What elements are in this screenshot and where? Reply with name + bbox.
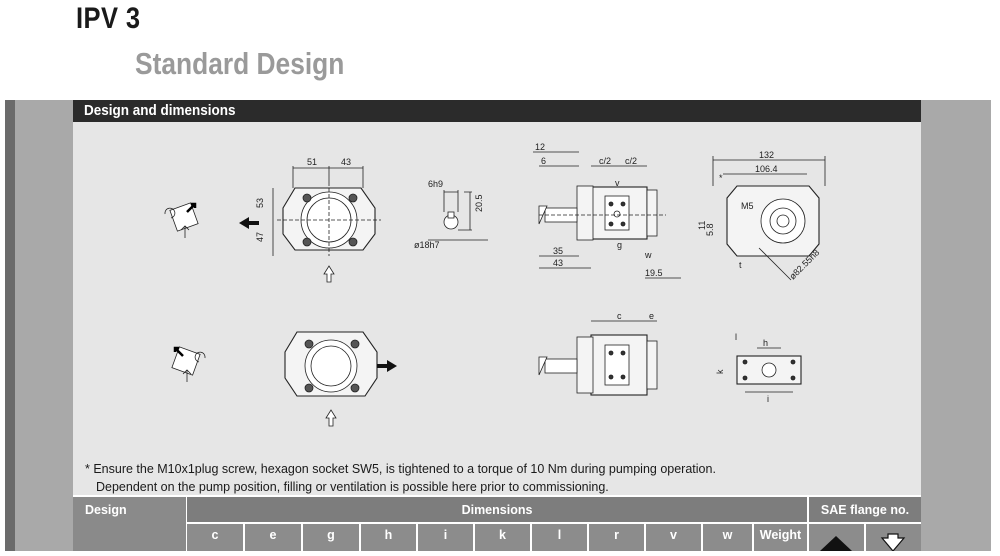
column-e: e — [245, 524, 301, 551]
dim-47: 47 — [255, 232, 265, 242]
arrow-up-icon — [820, 536, 852, 551]
dim-35: 35 — [553, 246, 563, 256]
panel-header-label: Design and dimensions — [84, 102, 236, 119]
dim-51: 51 — [307, 157, 317, 167]
dim-h: h — [763, 338, 768, 348]
column-v: v — [646, 524, 701, 551]
side-view-top: 12 6 c/2 c/2 * v 35 43 g 19.5 w 5.8 — [533, 142, 723, 279]
column-c: c — [187, 524, 243, 551]
dim-6h9: 6h9 — [428, 179, 443, 189]
column-i: i — [418, 524, 473, 551]
rear-view: 132 106.4 M5 11 t ø82.55h8 — [697, 150, 826, 281]
dim-c-half-1: c/2 — [599, 156, 611, 166]
dim-c: c — [617, 311, 622, 321]
column-header-dimensions: Dimensions — [187, 497, 807, 522]
dim-c-half-2: c/2 — [625, 156, 637, 166]
footnote-line-2: Dependent on the pump position, filling … — [96, 480, 609, 494]
dim-5-8: 5.8 — [705, 223, 715, 236]
dim-19-5: 19.5 — [645, 268, 663, 278]
dim-asterisk: * — [719, 173, 723, 183]
arrow-left-icon — [239, 217, 259, 229]
dim-12: 12 — [535, 142, 545, 152]
column-g: g — [303, 524, 359, 551]
dim-t: t — [739, 260, 742, 270]
dim-m5: M5 — [741, 201, 754, 211]
column-header-sae-flange: SAE flange no. — [809, 497, 921, 522]
front-view-top: 51 43 53 47 — [255, 157, 381, 283]
dim-i: i — [767, 394, 769, 404]
shaft-detail: 6h9 20.5 ø18h7 — [414, 179, 488, 250]
dimensions-table: Design Dimensions SAE flange no. c e g h… — [73, 497, 991, 552]
column-w: w — [703, 524, 752, 551]
dim-106-4: 106.4 — [755, 164, 778, 174]
column-header-design: Design — [73, 497, 186, 551]
dim-k: k — [715, 369, 725, 374]
page-subtitle: Standard Design — [135, 46, 345, 81]
dim-43: 43 — [341, 157, 351, 167]
sae-cell-down — [866, 524, 921, 552]
dim-132: 132 — [759, 150, 774, 160]
footnote-line-1: * Ensure the M10x1plug screw, hexagon so… — [85, 462, 716, 476]
flange-detail: l h k i — [715, 332, 802, 404]
column-h: h — [361, 524, 416, 551]
page-title: IPV 3 — [76, 2, 141, 35]
column-k: k — [475, 524, 530, 551]
column-r: r — [589, 524, 644, 551]
right-gray-strip — [921, 100, 991, 551]
panel-header: Design and dimensions — [73, 100, 921, 122]
dim-l: l — [735, 332, 737, 342]
orientation-icon-clockwise — [164, 202, 199, 238]
dim-53: 53 — [255, 198, 265, 208]
footnote: * Ensure the M10x1plug screw, hexagon so… — [85, 460, 716, 496]
left-accent-bar — [5, 100, 15, 551]
dim-w: w — [644, 250, 652, 260]
orientation-icon-counterclockwise — [171, 346, 206, 382]
dim-18h7: ø18h7 — [414, 240, 440, 250]
column-weight: Weight — [754, 524, 807, 551]
side-view-bottom: c e — [538, 311, 658, 396]
left-gray-strip — [15, 100, 73, 551]
dim-6: 6 — [541, 156, 546, 166]
dim-e: e — [649, 311, 654, 321]
column-l: l — [532, 524, 587, 551]
sae-cell-up — [809, 524, 864, 551]
front-view-bottom — [284, 331, 378, 427]
arrow-right-icon — [377, 360, 397, 372]
dim-43b: 43 — [553, 258, 563, 268]
dim-g: g — [617, 240, 622, 250]
technical-drawings: 51 43 53 47 6h9 20.5 ø18h7 — [164, 142, 826, 427]
drawing-panel: 51 43 53 47 6h9 20.5 ø18h7 — [73, 122, 921, 495]
dim-20-5: 20.5 — [474, 194, 484, 212]
dim-11: 11 — [697, 221, 707, 230]
dim-v: v — [615, 178, 620, 188]
arrow-down-icon — [880, 533, 906, 552]
